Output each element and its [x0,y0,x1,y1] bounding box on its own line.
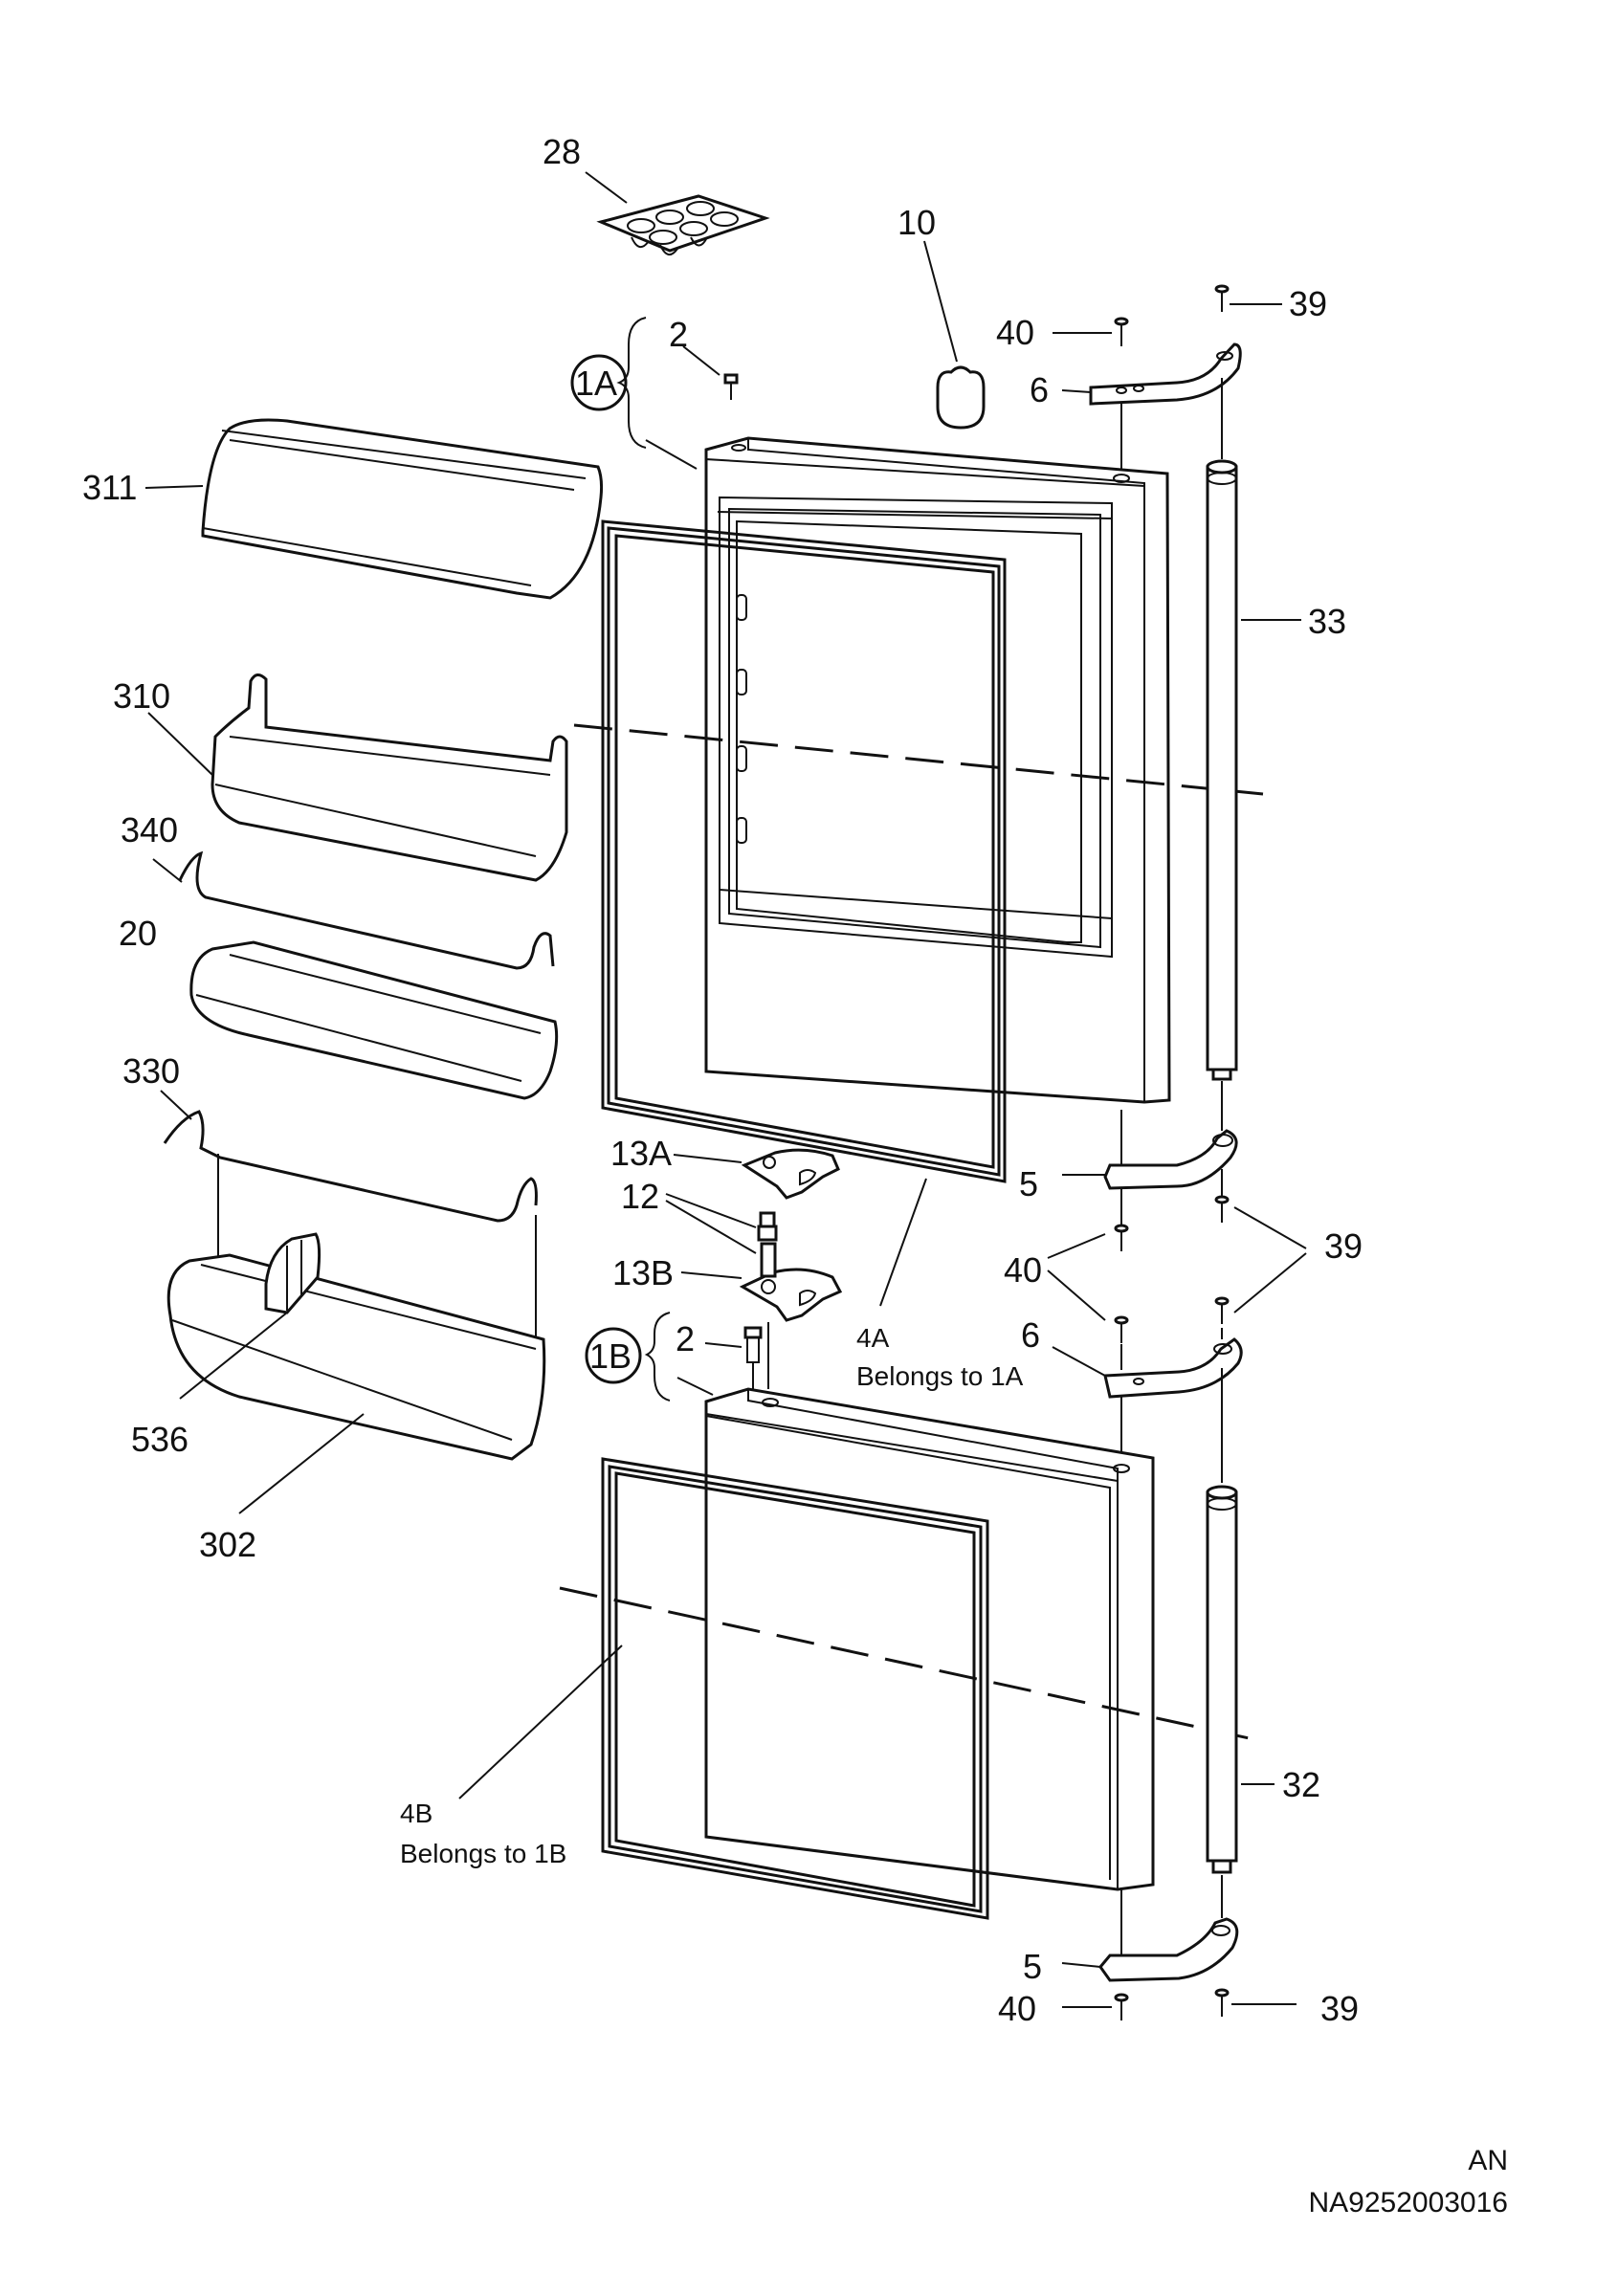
label-12: 12 [621,1177,659,1216]
spacer-part-12 [757,1211,778,1242]
screw-part-39-middle-b [1214,1296,1230,1324]
label-5-middle: 5 [1019,1164,1038,1203]
label-5-bottom: 5 [1023,1947,1042,1986]
label-40-top: 40 [996,313,1034,352]
lower-gasket-part-4B [601,1457,989,1920]
lower-hinge-part-6 [1103,1337,1243,1399]
label-4A-note: Belongs to 1A [856,1361,1024,1391]
label-340: 340 [121,810,178,850]
top-hinge-part-6 [1089,342,1242,406]
lower-door-part-1B [704,1387,1155,1891]
label-536: 536 [131,1420,188,1459]
dairy-cover-part-311 [201,418,604,600]
label-6-top: 6 [1030,370,1049,409]
label-39-middle: 39 [1324,1226,1363,1266]
label-1B: 1B [589,1336,632,1376]
upper-rod-part-33 [1206,459,1238,1081]
label-330: 330 [122,1051,180,1091]
label-32: 32 [1282,1765,1320,1804]
label-10: 10 [898,203,936,242]
label-20: 20 [119,914,157,953]
screw-part-40-bottom [1114,1993,1129,2020]
label-39-bottom: 39 [1320,1989,1359,2028]
shelf-divider-part-536 [264,1232,321,1314]
label-302: 302 [199,1525,256,1564]
label-4B-note: Belongs to 1B [400,1839,566,1868]
label-40-bottom: 40 [998,1989,1036,2028]
screw-part-2-bottom [743,1326,763,1363]
label-33: 33 [1308,602,1346,641]
upper-door-part-1A [704,436,1171,1104]
label-311: 311 [82,468,137,507]
screw-part-40-top [1114,317,1129,346]
door-shelf-part-302 [166,1253,546,1461]
label-2-bottom: 2 [676,1319,695,1358]
assembly-marker-1A [570,354,628,411]
screw-part-2-top [723,373,739,400]
lower-rod-part-32 [1206,1485,1238,1874]
label-1A: 1A [575,364,617,403]
screw-part-39-top [1214,284,1230,312]
footer-code: AN [1468,2145,1508,2176]
upper-break-line [573,723,1264,796]
label-13A: 13A [610,1134,672,1173]
screw-part-40-middle-a [1114,1224,1129,1251]
middle-hinge-part-5 [1103,1129,1238,1190]
label-4B: 4B [400,1799,432,1828]
hinge-bushing-part-13A [741,1148,840,1200]
label-6-lower: 6 [1021,1315,1040,1355]
assembly-marker-1B [585,1327,642,1384]
shelf-wire-part-330 [163,1110,538,1223]
label-40-middle: 40 [1004,1250,1042,1290]
shelf-wire-part-340 [178,850,555,970]
label-310: 310 [113,676,170,716]
screw-part-39-bottom [1214,1988,1230,2017]
screw-part-39-middle-a [1214,1195,1230,1223]
upper-gasket-part-4A [601,519,1007,1183]
door-shelf-part-310 [211,673,568,882]
screw-part-40-middle-b [1114,1315,1129,1343]
label-2-top: 2 [669,315,688,354]
part-10 [936,365,986,430]
egg-tray-part-28 [596,194,770,255]
footer-drawing-number: NA9252003016 [1308,2187,1508,2219]
label-13B: 13B [612,1253,674,1292]
bottom-hinge-part-5 [1098,1917,1239,1982]
door-shelf-part-20 [189,940,559,1100]
label-4A: 4A [856,1323,890,1353]
lower-break-line [559,1586,1254,1741]
label-28: 28 [543,132,581,171]
label-39-top: 39 [1289,284,1327,323]
hinge-bushing-part-13B [739,1242,843,1322]
